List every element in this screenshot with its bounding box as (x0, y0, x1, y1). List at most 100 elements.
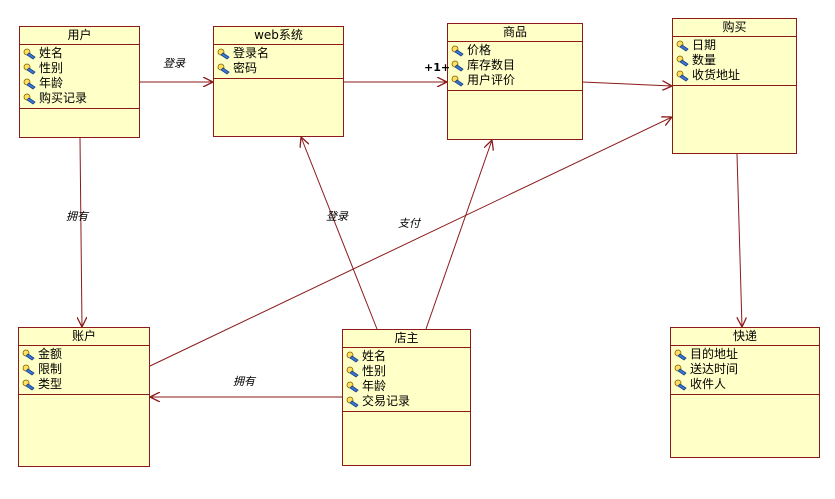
label-owner-login: 登录 (326, 210, 348, 223)
attribute-name: 价格 (467, 43, 492, 57)
attribute-list: 价格 库存数目 用户评价 (448, 42, 582, 91)
attribute-row: 目的地址 (674, 347, 819, 362)
attribute-row: 金额 (22, 347, 149, 362)
attribute-name: 年龄 (362, 379, 387, 393)
attribute-row: 数量 (676, 53, 796, 68)
attribute-row: 性别 (23, 61, 139, 76)
edge-account-purchase (149, 117, 672, 367)
attribute-name: 类型 (38, 377, 63, 391)
class-title: 店主 (343, 330, 470, 348)
label-owner-own: 拥有 (233, 375, 255, 388)
label-pay: 支付 (398, 217, 420, 230)
attribute-name: 数量 (692, 53, 717, 67)
attribute-name: 送达时间 (690, 362, 739, 376)
attribute-row: 送达时间 (674, 362, 819, 377)
edge-user-account (80, 137, 82, 327)
attribute-row: 性别 (346, 364, 470, 379)
attribute-key-icon (451, 75, 465, 87)
edge-owner-product (425, 140, 492, 330)
attribute-row: 购买记录 (23, 91, 139, 106)
attribute-row: 交易记录 (346, 394, 470, 409)
attribute-name: 库存数目 (467, 58, 516, 72)
attribute-row: 密码 (217, 61, 343, 76)
attribute-list: 日期 数量 收货地址 (673, 37, 796, 86)
class-delivery[interactable]: 快递 目的地址 送达时间 收件人 (670, 327, 820, 458)
attribute-list: 姓名 性别 年龄 交易记录 (343, 348, 470, 412)
attribute-key-icon (22, 364, 36, 376)
class-title: 购买 (673, 19, 796, 37)
attribute-key-icon (346, 351, 360, 363)
attribute-name: 登录名 (233, 46, 270, 60)
class-title: 商品 (448, 24, 582, 42)
attribute-name: 购买记录 (39, 91, 88, 105)
attribute-row: 库存数目 (451, 58, 582, 73)
class-title: 账户 (19, 328, 149, 346)
attribute-key-icon (346, 396, 360, 408)
attribute-key-icon (23, 93, 37, 105)
class-title: web系统 (214, 27, 343, 45)
attribute-key-icon (674, 364, 688, 376)
attribute-name: 姓名 (39, 46, 64, 60)
attribute-name: 性别 (39, 61, 64, 75)
class-product[interactable]: 商品 价格 库存数目 用户评价 (447, 23, 583, 140)
attribute-name: 金额 (38, 347, 63, 361)
attribute-name: 性别 (362, 364, 387, 378)
attribute-key-icon (23, 48, 37, 60)
attribute-row: 类型 (22, 377, 149, 392)
attribute-row: 年龄 (346, 379, 470, 394)
attribute-key-icon (217, 48, 231, 60)
class-account[interactable]: 账户 金额 限制 类型 (18, 327, 150, 467)
attribute-list: 姓名 性别 年龄 购买记录 (20, 45, 139, 109)
attribute-list: 目的地址 送达时间 收件人 (671, 346, 819, 395)
attribute-row: 姓名 (346, 349, 470, 364)
class-purchase[interactable]: 购买 日期 数量 收货地址 (672, 18, 797, 154)
attribute-name: 目的地址 (690, 347, 739, 361)
attribute-key-icon (676, 40, 690, 52)
attribute-row: 价格 (451, 43, 582, 58)
attribute-name: 年龄 (39, 76, 64, 90)
attribute-key-icon (22, 379, 36, 391)
attribute-name: 姓名 (362, 349, 387, 363)
attribute-name: 交易记录 (362, 394, 411, 408)
attribute-key-icon (451, 45, 465, 57)
class-shop-owner[interactable]: 店主 姓名 性别 年龄 交易记录 (342, 329, 471, 466)
label-user-login: 登录 (163, 57, 185, 70)
edge-product-purchase (581, 82, 672, 86)
attribute-key-icon (23, 63, 37, 75)
attribute-row: 收件人 (674, 377, 819, 392)
attribute-key-icon (346, 381, 360, 393)
attribute-key-icon (451, 60, 465, 72)
attribute-key-icon (346, 366, 360, 378)
attribute-name: 用户评价 (467, 73, 516, 87)
attribute-key-icon (23, 78, 37, 90)
attribute-row: 收货地址 (676, 68, 796, 83)
class-title: 用户 (20, 27, 139, 45)
attribute-key-icon (676, 70, 690, 82)
edge-owner-web (301, 137, 378, 330)
label-user-own: 拥有 (66, 210, 88, 223)
class-user[interactable]: 用户 姓名 性别 年龄 购买记录 (19, 26, 140, 138)
attribute-key-icon (676, 55, 690, 67)
edge-purchase-delivery (736, 153, 742, 327)
attribute-name: 限制 (38, 362, 63, 376)
attribute-name: 密码 (233, 61, 258, 75)
class-web-system[interactable]: web系统 登录名 密码 (213, 26, 344, 137)
class-title: 快递 (671, 328, 819, 346)
attribute-key-icon (674, 349, 688, 361)
attribute-row: 年龄 (23, 76, 139, 91)
attribute-list: 登录名 密码 (214, 45, 343, 79)
attribute-list: 金额 限制 类型 (19, 346, 149, 395)
attribute-row: 姓名 (23, 46, 139, 61)
attribute-row: 登录名 (217, 46, 343, 61)
attribute-key-icon (217, 63, 231, 75)
attribute-row: 日期 (676, 38, 796, 53)
attribute-name: 收货地址 (692, 68, 741, 82)
attribute-name: 收件人 (690, 377, 727, 391)
attribute-name: 日期 (692, 38, 717, 52)
attribute-row: 限制 (22, 362, 149, 377)
multiplicity-label: +1+ (424, 61, 451, 74)
attribute-row: 用户评价 (451, 73, 582, 88)
attribute-key-icon (674, 379, 688, 391)
attribute-key-icon (22, 349, 36, 361)
